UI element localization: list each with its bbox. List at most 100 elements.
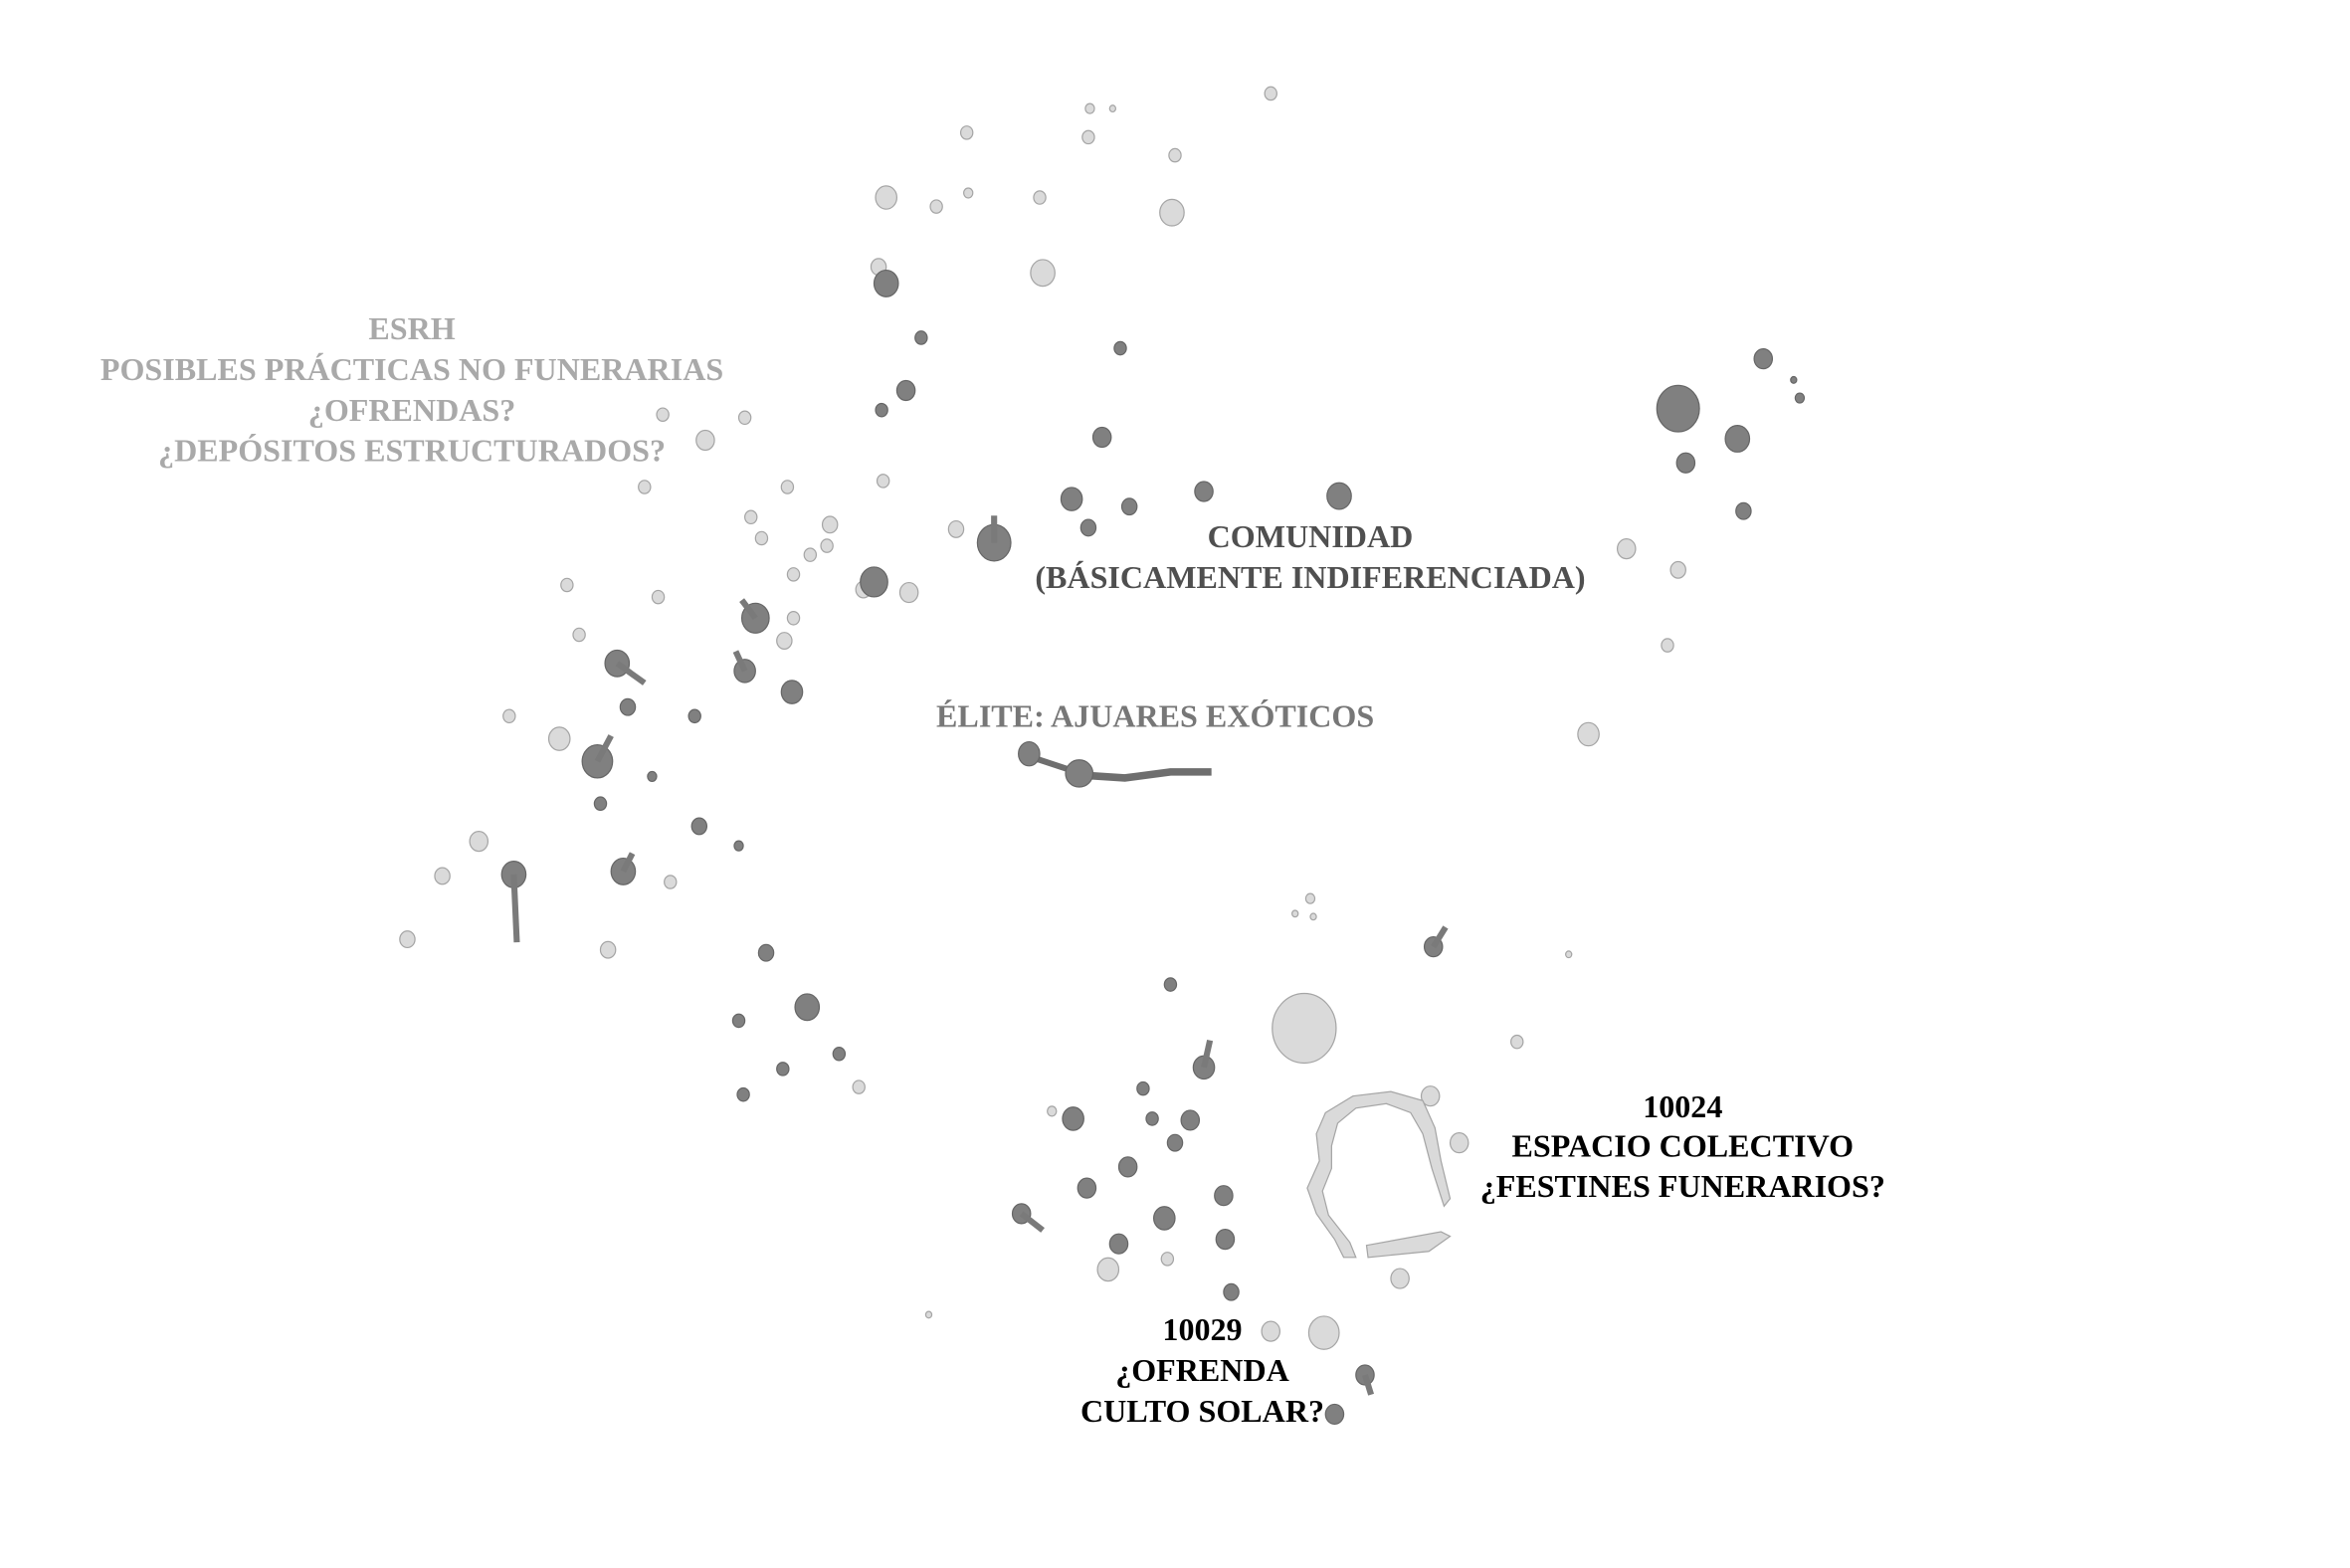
pit-feature-channel bbox=[1362, 1374, 1375, 1396]
pit-feature-light bbox=[1420, 1085, 1441, 1107]
pit-feature-light bbox=[924, 1310, 933, 1319]
pit-feature-light bbox=[852, 1079, 866, 1094]
pit-feature-dark bbox=[1166, 1133, 1184, 1152]
pit-feature-channel bbox=[620, 852, 636, 874]
pit-feature-light bbox=[1159, 198, 1185, 227]
enclosure-10024 bbox=[1306, 1090, 1452, 1259]
label-line: CULTO SOLAR? bbox=[1080, 1394, 1324, 1429]
pit-feature-light bbox=[737, 410, 752, 426]
pit-feature-dark bbox=[687, 708, 701, 724]
label-ofrenda: 10029 ¿OFRENDA CULTO SOLAR? bbox=[1080, 1312, 1324, 1429]
pit-feature-light bbox=[664, 875, 678, 889]
pit-feature-light bbox=[1160, 1252, 1175, 1267]
pit-feature-dark bbox=[1060, 487, 1083, 511]
pit-feature-dark bbox=[914, 330, 928, 345]
pit-feature-dark bbox=[1675, 452, 1696, 474]
pit-feature-light bbox=[434, 867, 451, 885]
pit-feature-dark bbox=[1790, 375, 1798, 384]
pit-feature-light bbox=[1390, 1268, 1410, 1289]
label-line: ¿DEPÓSITOS ESTRUCTURADOS? bbox=[158, 434, 666, 469]
pit-feature-light bbox=[1096, 1257, 1120, 1282]
pit-feature-light bbox=[754, 530, 769, 546]
pit-feature-light bbox=[876, 474, 890, 489]
pit-feature-dark bbox=[733, 840, 744, 852]
pit-feature-channel bbox=[1201, 1039, 1214, 1069]
label-line: ESPACIO COLECTIVO bbox=[1512, 1128, 1855, 1163]
pit-feature-dark bbox=[1656, 384, 1700, 433]
pit-feature-light bbox=[1168, 147, 1182, 163]
pit-feature-light bbox=[1264, 86, 1277, 101]
pit-feature-dark bbox=[1120, 497, 1138, 516]
label-line: POSIBLES PRÁCTICAS NO FUNERARIAS bbox=[100, 352, 723, 387]
pit-feature-light bbox=[1030, 259, 1056, 288]
pit-feature-light bbox=[1616, 537, 1637, 560]
pit-feature-dark bbox=[873, 269, 899, 297]
pit-feature-dark bbox=[780, 680, 804, 704]
pit-feature-channel bbox=[732, 650, 748, 673]
pit-feature-light bbox=[1661, 638, 1674, 653]
label-line: COMUNIDAD bbox=[1208, 519, 1414, 554]
pit-feature-dark bbox=[1062, 1106, 1084, 1131]
pit-feature-light bbox=[744, 509, 758, 525]
pit-feature-light bbox=[1510, 1034, 1524, 1050]
label-comunidad: COMUNIDAD (BÁSICAMENTE INDIFERENCIADA) bbox=[1035, 519, 1585, 595]
pit-feature-light bbox=[1577, 721, 1600, 747]
pit-feature-dark bbox=[1152, 1206, 1176, 1231]
label-line: 10029 bbox=[1162, 1312, 1242, 1347]
pit-feature-dark bbox=[1324, 1403, 1345, 1426]
pit-feature-dark bbox=[757, 943, 775, 962]
pit-feature-light bbox=[898, 581, 919, 604]
pit-feature-dark bbox=[1794, 392, 1806, 404]
pit-feature-dark bbox=[647, 770, 658, 783]
pit-feature-dark bbox=[593, 796, 608, 811]
pit-feature-dark bbox=[1180, 1109, 1201, 1131]
pit-feature-light bbox=[1108, 104, 1117, 113]
pit-feature-light bbox=[786, 611, 801, 626]
pit-feature-light bbox=[959, 125, 974, 140]
pit-feature-light bbox=[638, 480, 652, 494]
pit-feature-light bbox=[1291, 909, 1299, 918]
label-espacio-colectivo: 10024 ESPACIO COLECTIVO ¿FESTINES FUNERA… bbox=[1480, 1089, 1885, 1204]
pit-feature-channel bbox=[594, 734, 614, 763]
pit-feature-dark bbox=[895, 379, 916, 402]
pit-feature-light bbox=[1261, 1320, 1281, 1342]
pit-feature-dark bbox=[1136, 1080, 1150, 1096]
pit-feature-dark bbox=[1145, 1111, 1159, 1126]
pit-feature-light bbox=[1033, 190, 1047, 205]
pit-feature-dark bbox=[1753, 348, 1774, 370]
pit-feature-light bbox=[821, 515, 839, 534]
pit-feature-light bbox=[502, 708, 516, 724]
pit-feature-light bbox=[1309, 912, 1317, 921]
pit-feature-light bbox=[1565, 950, 1573, 959]
pit-feature-dark bbox=[1223, 1282, 1240, 1301]
pit-feature-light bbox=[1304, 892, 1316, 904]
pit-feature-light bbox=[656, 407, 670, 423]
pit-feature-dark bbox=[690, 817, 708, 836]
pit-feature-light bbox=[1081, 129, 1095, 145]
pit-feature-light bbox=[803, 547, 818, 562]
pit-feature-light bbox=[547, 726, 571, 751]
pit-feature-channel bbox=[739, 598, 758, 621]
pit-feature-dark bbox=[1724, 425, 1751, 453]
label-elite: ÉLITE: AJUARES EXÓTICOS bbox=[936, 699, 1374, 734]
pit-feature-dark bbox=[619, 697, 637, 716]
pit-feature-light bbox=[1449, 1132, 1469, 1154]
pit-feature-light bbox=[1084, 102, 1095, 114]
pit-feature-dark bbox=[1113, 340, 1127, 356]
pit-feature-light bbox=[1669, 560, 1686, 579]
pit-feature-light bbox=[780, 480, 795, 494]
label-line: ¿OFRENDA bbox=[1115, 1353, 1289, 1388]
pit-feature-dark bbox=[731, 1013, 746, 1029]
features-layer bbox=[399, 86, 1806, 1426]
pit-feature-light bbox=[963, 187, 974, 199]
pit-feature-dark bbox=[1194, 481, 1214, 502]
pit-feature-light bbox=[776, 632, 793, 650]
pit-feature-dark bbox=[1214, 1185, 1234, 1207]
pit-feature-dark bbox=[1091, 426, 1112, 449]
pit-feature-channel bbox=[510, 874, 520, 943]
pit-feature-dark bbox=[875, 402, 888, 418]
pit-feature-light bbox=[572, 627, 586, 643]
pit-feature-channel bbox=[615, 661, 647, 686]
pit-feature-light bbox=[599, 940, 617, 959]
elite-burial-pit bbox=[1018, 740, 1041, 767]
